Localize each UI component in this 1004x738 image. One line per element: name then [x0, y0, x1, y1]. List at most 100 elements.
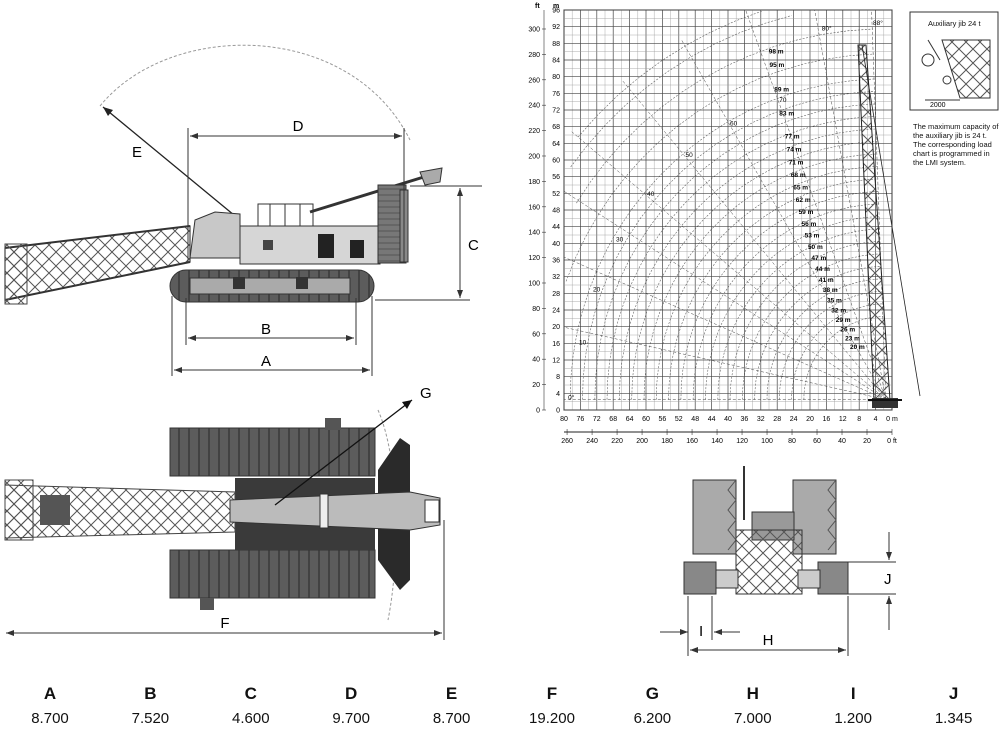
- boom-length-arc: [680, 191, 879, 400]
- boom-length-arc: [668, 178, 879, 400]
- track-bottom: [169, 549, 376, 599]
- x-tick-m: 44: [708, 416, 716, 423]
- top-view: G F: [4, 385, 445, 640]
- y-tick-ft: 260: [528, 77, 540, 84]
- x-tick-ft: 220: [611, 438, 623, 445]
- label-c: C: [468, 237, 479, 254]
- angle-label: 50: [686, 152, 694, 159]
- boom-length-arc: [717, 228, 881, 400]
- dimension-label-i: I: [850, 684, 856, 703]
- boom-length-arc: [754, 266, 882, 400]
- x-tick-m: 28: [773, 416, 781, 423]
- x-tick-m: 16: [823, 416, 831, 423]
- boom-top-lattice: [4, 479, 236, 541]
- label-f: F: [220, 615, 229, 632]
- x-tick-m: 56: [659, 416, 667, 423]
- angle-label: 88°: [873, 19, 883, 27]
- aux-jib-title: Auxiliary jib 24 t: [928, 19, 981, 28]
- x-tick-m: 40: [724, 416, 732, 423]
- tail-swing-arc: [377, 409, 397, 621]
- boom-length-arc: [643, 153, 878, 400]
- aux-jib-dimension: 2000: [930, 102, 946, 109]
- angle-label: 30: [616, 236, 624, 243]
- boom-length-label: 44 m: [815, 266, 830, 273]
- y-tick-m: 92: [552, 24, 560, 31]
- aux-jib-note: The maximum capacity of the auxiliary ji…: [913, 122, 999, 167]
- boom-length-arc: [779, 291, 883, 400]
- superstructure: [189, 167, 443, 265]
- y-tick-m: 76: [552, 91, 560, 98]
- x-tick-m: 20: [806, 416, 814, 423]
- y-tick-m: 8: [556, 374, 560, 381]
- y-tick-m: 44: [552, 224, 560, 231]
- boom-length-label: 29 m: [836, 317, 851, 324]
- y-tick-ft: 240: [528, 103, 540, 110]
- boom-length-arc: [594, 103, 876, 400]
- y-tick-m: 12: [552, 358, 560, 365]
- x-tick-m: 76: [577, 416, 585, 423]
- y-tick-ft: 220: [528, 128, 540, 135]
- y-tick-ft: 280: [528, 52, 540, 59]
- boom-length-label: 50 m: [808, 244, 823, 251]
- boom-length-arc: [576, 28, 874, 204]
- crawler-track: [169, 269, 375, 303]
- boom-length-label: 20 m: [850, 344, 865, 351]
- track-top: [169, 427, 376, 477]
- angle-label: 70: [779, 97, 787, 104]
- swing-radius-arc: [99, 44, 411, 141]
- x-tick-m: 52: [675, 416, 683, 423]
- auxiliary-jib-inset: 2000: [909, 11, 999, 111]
- angle-line: [622, 80, 887, 400]
- boom-length-label: 95 m: [769, 62, 784, 69]
- y-tick-m: 24: [552, 308, 560, 315]
- y-tick-ft: 100: [528, 280, 540, 287]
- boom-length-label: 35 m: [827, 297, 842, 304]
- dimension-value-a: 8.700: [31, 710, 69, 727]
- x-tick-m: 48: [691, 416, 699, 423]
- boom-length-label: 98 m: [769, 48, 784, 55]
- boom-length-arc: [619, 128, 877, 400]
- x-tick-m: 36: [741, 416, 749, 423]
- boom-length-arc: [692, 203, 880, 400]
- boom-length-label: 89 m: [774, 86, 789, 93]
- label-i: I: [699, 623, 703, 640]
- boom-length-arc: [729, 241, 881, 400]
- label-b: B: [261, 321, 271, 338]
- boom-length-arc: [570, 15, 792, 168]
- y-tick-m: 80: [552, 74, 560, 81]
- y-tick-m: 0: [556, 408, 560, 415]
- y-tick-ft: 140: [528, 230, 540, 237]
- label-h: H: [763, 632, 774, 649]
- x-tick-m: 68: [609, 416, 617, 423]
- boom-length-label: 53 m: [805, 233, 820, 240]
- dimension-value-d: 9.700: [332, 710, 370, 727]
- label-j: J: [884, 571, 892, 588]
- y-tick-m: 88: [552, 41, 560, 48]
- y-tick-ft: 120: [528, 255, 540, 262]
- boom-length-label: 77 m: [785, 134, 800, 141]
- dimension-label-g: G: [645, 684, 659, 703]
- y-unit-ft: ft: [535, 3, 540, 10]
- x-tick-m: 12: [839, 416, 847, 423]
- x-tick-m: 32: [757, 416, 765, 423]
- y-tick-ft: 20: [532, 382, 540, 389]
- dimension-value-g: 6.200: [633, 710, 672, 727]
- dimension-value-i: 1.200: [834, 710, 872, 727]
- x-tick-ft: 180: [661, 438, 673, 445]
- y-tick-m: 84: [552, 58, 560, 65]
- boom-length-arc: [577, 10, 762, 138]
- x-tick-m: 72: [593, 416, 601, 423]
- dimension-label-h: H: [746, 684, 759, 703]
- y-tick-m: 68: [552, 124, 560, 131]
- x-tick-ft: 200: [636, 438, 648, 445]
- dimension-label-b: B: [144, 684, 157, 703]
- y-tick-ft: 180: [528, 179, 540, 186]
- y-tick-m: 56: [552, 174, 560, 181]
- angle-label: 0°: [568, 394, 575, 402]
- boom-lattice: [4, 225, 191, 305]
- angle-line: [563, 191, 886, 400]
- x-tick-ft: 260: [561, 438, 573, 445]
- dimension-value-e: 8.700: [432, 710, 471, 727]
- dimension-e-line: [102, 106, 241, 221]
